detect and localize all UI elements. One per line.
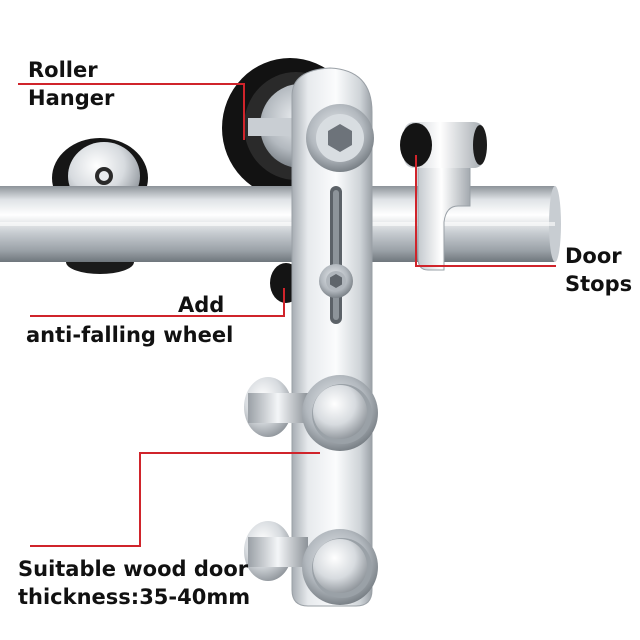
- label-door-stops-line2: Stops: [565, 272, 633, 296]
- door-bolt-upper: [244, 375, 378, 451]
- label-roller-hanger: Roller Hanger: [28, 56, 114, 112]
- callout-line-door-thickness: [30, 452, 320, 547]
- callout-line-roller-hanger: [18, 83, 245, 140]
- callout-lines: [18, 83, 556, 547]
- callout-line-door-stops: [415, 155, 556, 267]
- label-roller-hanger-line2: Hanger: [28, 86, 115, 110]
- label-anti-falling-line2: anti-falling wheel: [26, 323, 234, 347]
- label-door-stops: Door Stops: [565, 242, 632, 298]
- label-door-thickness: Suitable wood door thickness:35-40mm: [18, 555, 250, 611]
- door-stop: [400, 122, 487, 271]
- hanger-strap: [291, 67, 374, 607]
- door-bolt-lower: [244, 521, 378, 605]
- label-door-stops-line1: Door: [565, 244, 622, 268]
- label-roller-hanger-line1: Roller: [28, 58, 98, 82]
- sliding-rail: [0, 186, 561, 262]
- label-anti-falling-line1: Add: [178, 293, 225, 317]
- label-door-thickness-line1: Suitable wood door: [18, 557, 249, 581]
- callout-line-anti-falling: [30, 288, 285, 317]
- label-door-thickness-line2: thickness:35-40mm: [18, 585, 251, 609]
